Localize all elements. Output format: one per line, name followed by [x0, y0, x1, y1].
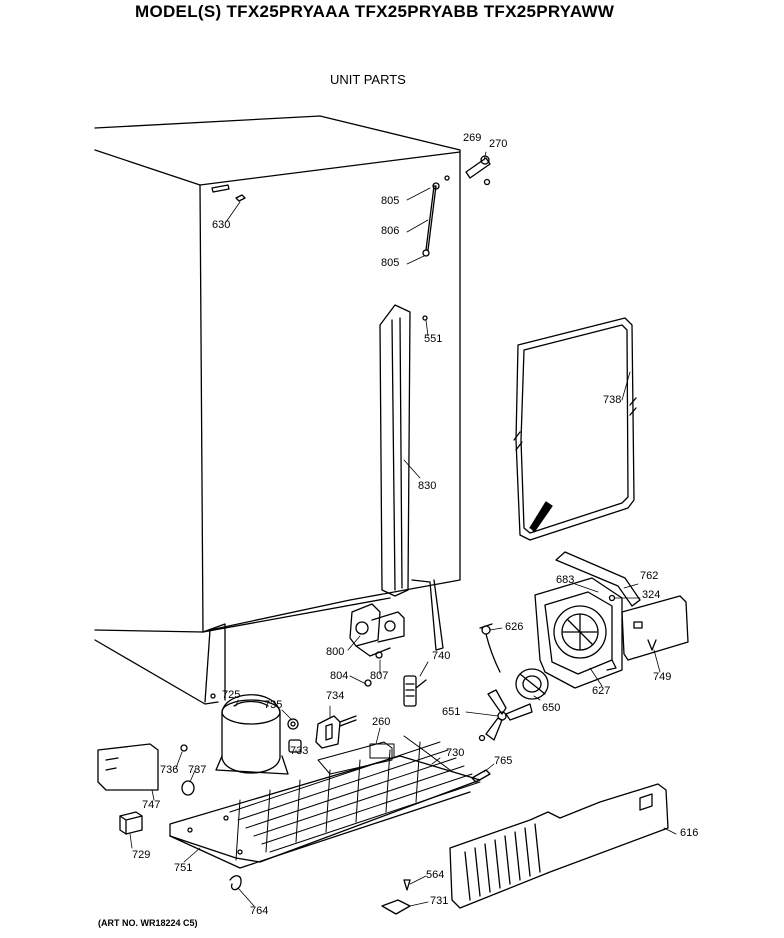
callout-551: 551 [424, 333, 443, 345]
callout-765: 765 [494, 755, 513, 767]
callout-734: 734 [326, 690, 345, 702]
callout-764: 764 [250, 905, 269, 917]
callout-260: 260 [372, 716, 391, 728]
gasket-frame [514, 318, 636, 540]
section-title: UNIT PARTS [330, 72, 406, 87]
callout-737: 737 [188, 764, 207, 776]
callout-800: 800 [326, 646, 345, 658]
callout-830: 830 [418, 480, 437, 492]
control-board [610, 596, 689, 661]
callout-725: 725 [222, 689, 241, 701]
callout-270: 270 [489, 138, 508, 150]
callout-650: 650 [542, 702, 561, 714]
fan-blade [480, 690, 533, 741]
callout-627: 627 [592, 685, 611, 697]
callout-804: 804 [330, 670, 349, 682]
callout-324: 324 [642, 589, 661, 601]
art-number: (ART NO. WR18224 C5) [98, 918, 198, 928]
wire-626 [480, 624, 500, 672]
water-valve [350, 604, 404, 686]
callout-807: 807 [370, 670, 389, 682]
base-pan [170, 756, 480, 868]
callout-683: 683 [556, 574, 575, 586]
tube-assembly [423, 183, 439, 256]
callout-626: 626 [505, 621, 524, 633]
vertical-channel [380, 305, 443, 650]
fan-shroud [535, 578, 622, 688]
relay-729 [120, 812, 142, 834]
access-grille [450, 784, 668, 908]
callout-269: 269 [463, 132, 482, 144]
callout-738: 738 [603, 394, 622, 406]
callout-729: 729 [132, 849, 151, 861]
callout-751: 751 [174, 862, 193, 874]
callout-630: 630 [212, 219, 231, 231]
callout-730: 730 [446, 747, 465, 759]
cabinet-shell [95, 116, 460, 704]
callout-740: 740 [432, 650, 451, 662]
bracket-269 [466, 156, 490, 185]
callout-805-bottom: 805 [381, 257, 400, 269]
fan-motor [516, 669, 548, 699]
tube-762 [556, 552, 640, 606]
callout-616: 616 [680, 827, 699, 839]
heater-740 [404, 676, 426, 706]
callout-762: 762 [640, 570, 659, 582]
leader-lines [130, 152, 676, 906]
callout-805-top: 805 [381, 195, 400, 207]
model-title: MODEL(S) TFX25PRYAAA TFX25PRYABB TFX25PR… [135, 2, 615, 21]
callout-747: 747 [142, 799, 161, 811]
condenser-coil [230, 736, 480, 860]
callout-735: 735 [264, 699, 283, 711]
callout-736: 736 [160, 764, 179, 776]
callout-806: 806 [381, 225, 400, 237]
callout-651: 651 [442, 706, 461, 718]
callout-733: 733 [290, 745, 309, 757]
bracket-747 [98, 744, 158, 790]
callout-749: 749 [653, 671, 672, 683]
small-parts [181, 716, 356, 795]
callout-731: 731 [430, 895, 449, 907]
callout-564: 564 [426, 869, 445, 881]
